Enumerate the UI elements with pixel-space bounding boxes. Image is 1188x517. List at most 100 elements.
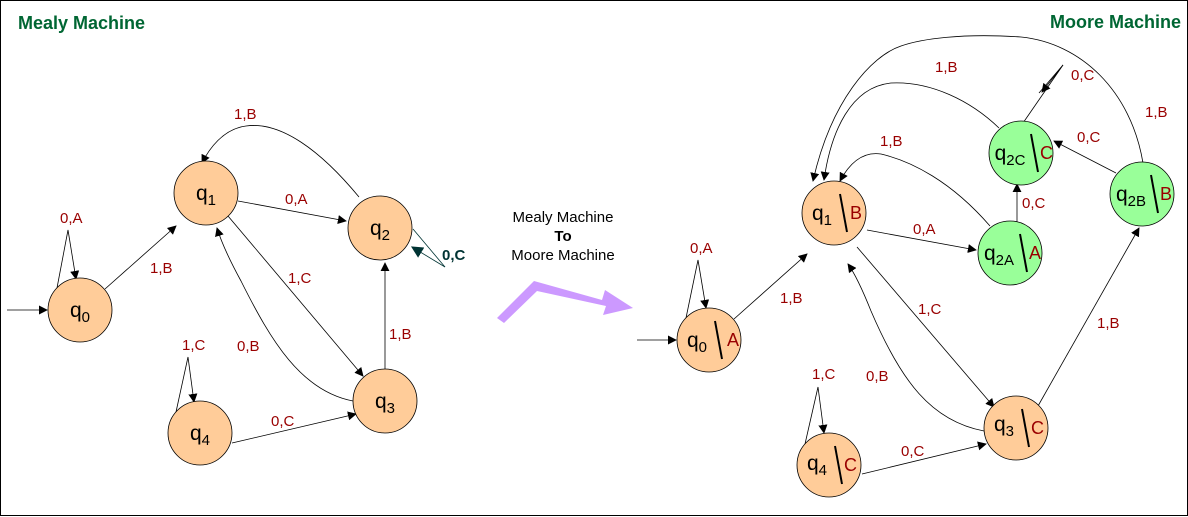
state-name: q [190, 422, 202, 445]
moore-states: q0 A q1 B q2A A q2C C q2B B [676, 120, 1175, 498]
mealy-label-q1-q3: 1,C [288, 270, 312, 287]
state-name: q [375, 390, 387, 413]
state-name: q [1116, 183, 1128, 206]
mealy-state-q1[interactable]: q1 [173, 160, 239, 226]
svg-text:q2C: q2C [995, 142, 1026, 169]
mealy-label-q0-q1: 1,B [150, 260, 173, 277]
moore-state-q4[interactable]: q4 C [796, 432, 862, 498]
mealy-title: Mealy Machine [18, 13, 145, 33]
mealy-states: q0 q1 q2 q3 q4 [47, 160, 418, 466]
mealy-state-q4[interactable]: q4 [167, 400, 233, 466]
moore-edge-q1-q2A [866, 229, 977, 253]
moore-label-q2C-q1: 1,B [935, 59, 958, 76]
moore-edges [637, 35, 1144, 475]
mealy-label-q3-q1: 0,B [237, 338, 260, 355]
mealy-edge-q0-q1 [104, 225, 177, 290]
conversion-line1: Mealy Machine [513, 209, 614, 226]
moore-edge-q3-q2B [1037, 227, 1140, 407]
moore-state-q0[interactable]: q0 A [676, 307, 742, 373]
mealy-edge-q2-q1 [201, 125, 360, 198]
moore-state-q2B[interactable]: q2B B [1109, 161, 1175, 227]
moore-label-q1-q3: 1,C [918, 301, 942, 318]
moore-state-q2A[interactable]: q2A A [977, 220, 1043, 286]
moore-edge-q2B-q1 [810, 35, 1144, 182]
state-output: A [727, 330, 739, 350]
state-name: q [807, 452, 819, 475]
mealy-label-q3-q2: 1,B [389, 326, 412, 343]
mealy-edge-q2-q2 [410, 228, 446, 268]
svg-text:q1: q1 [812, 202, 832, 229]
mealy-edge-q3-q1 [215, 227, 354, 402]
state-subscript: 2 [382, 227, 390, 244]
mealy-edge-q1-q2 [237, 200, 347, 224]
moore-state-q2C[interactable]: q2C C [988, 120, 1054, 186]
state-subscript: 4 [202, 432, 210, 449]
conversion-line3: Moore Machine [511, 247, 614, 264]
state-name: q [995, 142, 1007, 165]
moore-edge-q4-q3 [861, 441, 987, 475]
moore-label-q2A-q1: 1,B [880, 133, 903, 150]
moore-label-q2A-q2C: 0,C [1022, 195, 1046, 212]
conversion-line2: To [554, 228, 571, 245]
mealy-edge-q1-q3 [227, 215, 364, 377]
svg-text:q0: q0 [70, 299, 90, 326]
svg-text:q3: q3 [994, 413, 1014, 440]
state-name: q [994, 413, 1006, 436]
moore-edge-q0-q1 [733, 253, 808, 320]
mealy-label-q2-q2: 0,C [442, 247, 466, 264]
mealy-label-q4-q3: 0,C [271, 413, 295, 430]
moore-label-q2B-q1: 1,B [1145, 104, 1168, 121]
moore-edge-q2C-q1 [820, 82, 1000, 181]
state-output: B [850, 203, 862, 223]
state-subscript: 2A [996, 252, 1014, 269]
moore-edge-q3-q1 [847, 263, 985, 432]
state-name: q [687, 329, 699, 352]
moore-label-q2C-q2C: 0,C [1071, 67, 1095, 84]
mealy-edges [7, 125, 390, 444]
moore-label-q0-q0: 0,A [690, 240, 713, 257]
moore-label-q1-q2A: 0,A [913, 221, 936, 238]
moore-edge-q1-q3 [856, 246, 995, 408]
moore-label-q3-q1: 0,B [866, 368, 889, 385]
state-subscript: 2C [1006, 152, 1025, 169]
mealy-state-q2[interactable]: q2 [347, 195, 413, 261]
mealy-state-q3[interactable]: q3 [352, 368, 418, 434]
state-subscript: 3 [387, 400, 395, 417]
mealy-state-q0[interactable]: q0 [47, 277, 113, 343]
svg-text:q3: q3 [375, 390, 395, 417]
conversion-arrow-icon [497, 281, 633, 323]
svg-text:q4: q4 [190, 422, 210, 449]
state-output: C [1040, 143, 1053, 163]
moore-edge-q2B-q2C [1053, 140, 1117, 174]
state-subscript: 4 [819, 462, 827, 479]
moore-title: Moore Machine [1050, 12, 1181, 32]
moore-state-q3[interactable]: q3 C [983, 395, 1049, 461]
moore-edge-q2C-q2C-tail [1038, 64, 1064, 94]
moore-label-q3-q2B: 1,B [1097, 315, 1120, 332]
moore-label-q4-q3: 0,C [901, 443, 925, 460]
svg-text:q2: q2 [370, 217, 390, 244]
state-name: q [196, 182, 208, 205]
moore-label-q4-q4: 1,C [812, 366, 836, 383]
state-output: B [1160, 184, 1172, 204]
mealy-label-q4-q4: 1,C [182, 337, 206, 354]
moore-edge-q2A-q1 [839, 153, 991, 227]
moore-edge-labels: 0,A 1,B 0,A 1,C 1,B 0,C 1,B 0,C 0,C 1,B … [690, 59, 1168, 460]
state-output: A [1029, 243, 1041, 263]
mealy-edge-q0-q0 [56, 229, 80, 289]
moore-edge-q0-q0 [685, 259, 710, 319]
svg-text:q0: q0 [687, 329, 707, 356]
state-subscript: 0 [82, 309, 90, 326]
state-subscript: 0 [699, 339, 707, 356]
mealy-label-q0-q0: 0,A [60, 210, 83, 227]
svg-text:q4: q4 [807, 452, 827, 479]
state-output: C [1031, 418, 1044, 438]
moore-state-q1[interactable]: q1 B [801, 180, 867, 246]
state-output: C [844, 455, 857, 475]
moore-edge-q2C-q2C [1022, 64, 1064, 124]
state-name: q [70, 299, 82, 322]
mealy-edge-q4-q3 [231, 411, 357, 444]
moore-label-q2B-q2C: 0,C [1077, 129, 1101, 146]
moore-edge-q4-q4 [804, 386, 828, 445]
